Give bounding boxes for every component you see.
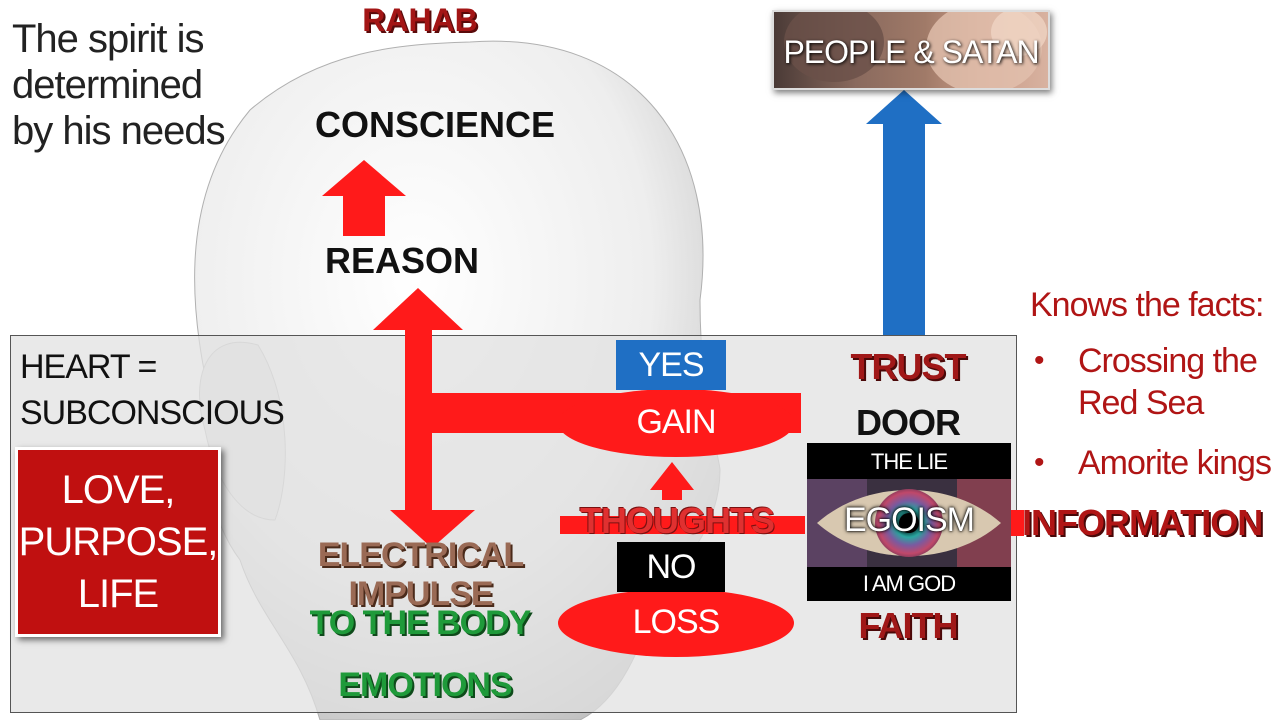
no-label: NO — [646, 547, 697, 586]
eye-image — [807, 479, 1011, 567]
thoughts-bar — [560, 516, 805, 534]
electrical-impulse-label: ELECTRICAL IMPULSE — [317, 536, 524, 613]
faces-photo-icon — [784, 12, 1047, 88]
reason-label: REASON — [324, 240, 480, 281]
facts-title: Knows the facts: — [1030, 286, 1264, 324]
blue-arrow-head — [866, 90, 942, 124]
bullet-dot: • — [1034, 446, 1045, 479]
trust-label: TRUST — [850, 346, 967, 387]
fact-item-1-line1: Crossing the — [1078, 342, 1258, 380]
people-and-satan-label: PEOPLE & SATAN — [783, 34, 1039, 70]
faith-label: FAITH — [858, 605, 959, 646]
blue-arrow-shaft — [883, 120, 925, 335]
rahab-title: RAHAB — [362, 2, 478, 38]
heart-label-line1: HEART = — [20, 348, 157, 386]
up-arrow-gain — [650, 462, 694, 500]
love-line: LOVE, — [61, 468, 176, 512]
people-and-satan-image: PEOPLE & SATAN — [772, 10, 1050, 90]
gain-label: GAIN — [636, 403, 716, 441]
information-label: INFORMATION — [1022, 502, 1263, 543]
yes-box: YES — [616, 340, 726, 390]
loss-oval — [558, 589, 794, 657]
up-arrow-reason — [373, 288, 463, 330]
purpose-line: PURPOSE, — [18, 520, 219, 564]
loss-label: LOSS — [632, 603, 721, 641]
intro-statement: The spirit is determined by his needs — [12, 17, 226, 153]
to-the-body-label: TO THE BODY — [309, 604, 532, 642]
fact-item-2: Amorite kings — [1078, 444, 1272, 482]
egoism-label: EGOISM — [843, 501, 975, 539]
bullet-dot: • — [1034, 344, 1045, 377]
emotions-label: EMOTIONS — [338, 666, 512, 704]
no-box: NO — [617, 542, 725, 592]
conscience-label: CONSCIENCE — [314, 104, 556, 145]
eye-icon — [807, 479, 1011, 567]
yes-label: YES — [638, 345, 704, 384]
up-arrow-conscience — [322, 160, 406, 236]
thoughts-label: THOUGHTS — [580, 500, 775, 541]
fact-item-1: Crossing the Red Sea — [1078, 340, 1258, 424]
i-am-god-label: I AM GOD — [862, 571, 956, 596]
life-line: LIFE — [77, 572, 159, 616]
love-text: LOVE, PURPOSE, LIFE — [18, 464, 219, 620]
heart-label-line2: SUBCONSCIOUS — [20, 394, 285, 432]
heart-label: HEART = SUBCONSCIOUS — [20, 344, 285, 436]
door-label: DOOR — [856, 402, 961, 443]
the-lie-label: THE LIE — [870, 449, 948, 474]
egoism-eye-panel: THE LIE EGOISM I AM GOD — [807, 443, 1011, 601]
down-arrow-impulse — [390, 510, 475, 548]
fact-item-1-line2: Red Sea — [1078, 384, 1204, 422]
gain-oval — [558, 389, 794, 457]
love-purpose-life-box: LOVE, PURPOSE, LIFE — [15, 447, 221, 637]
